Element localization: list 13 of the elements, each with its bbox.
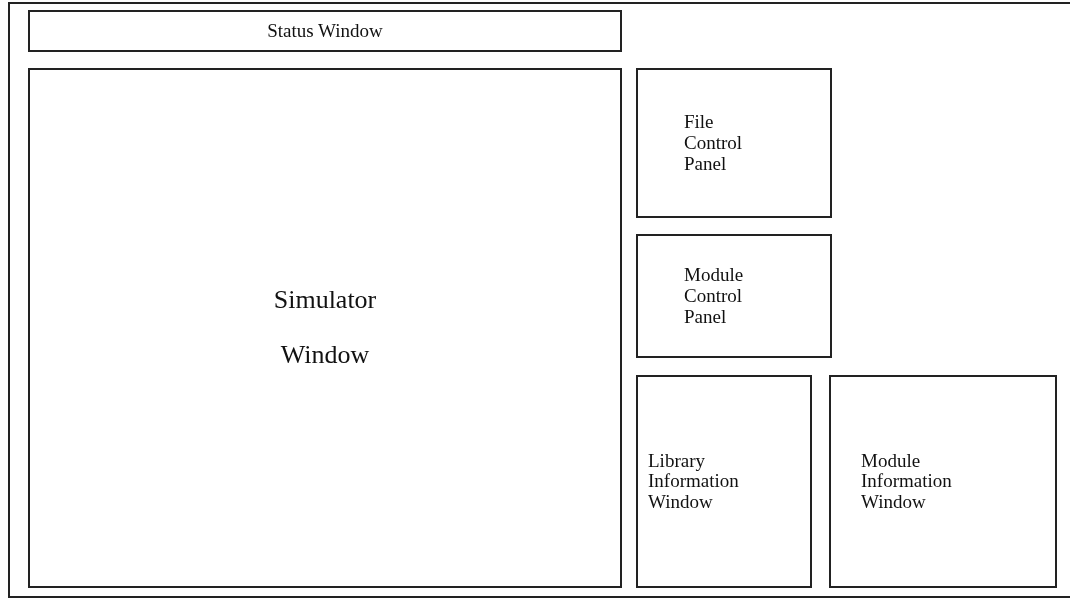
- window-label: Module Information Window: [861, 450, 953, 513]
- module-information-window: [829, 375, 1057, 588]
- library-information-window: [636, 375, 812, 588]
- window-label: Status Window: [266, 20, 384, 42]
- status-window: [28, 10, 622, 52]
- window-label: Library Information Window: [648, 450, 740, 513]
- screen-frame: [8, 2, 1070, 598]
- file-control-panel: [636, 68, 832, 218]
- simulator-window: [28, 68, 622, 588]
- window-label: File Control Panel: [684, 111, 744, 175]
- module-control-panel: [636, 234, 832, 358]
- window-label: Module Control Panel: [684, 264, 745, 328]
- window-label: Simulator Window: [272, 284, 378, 371]
